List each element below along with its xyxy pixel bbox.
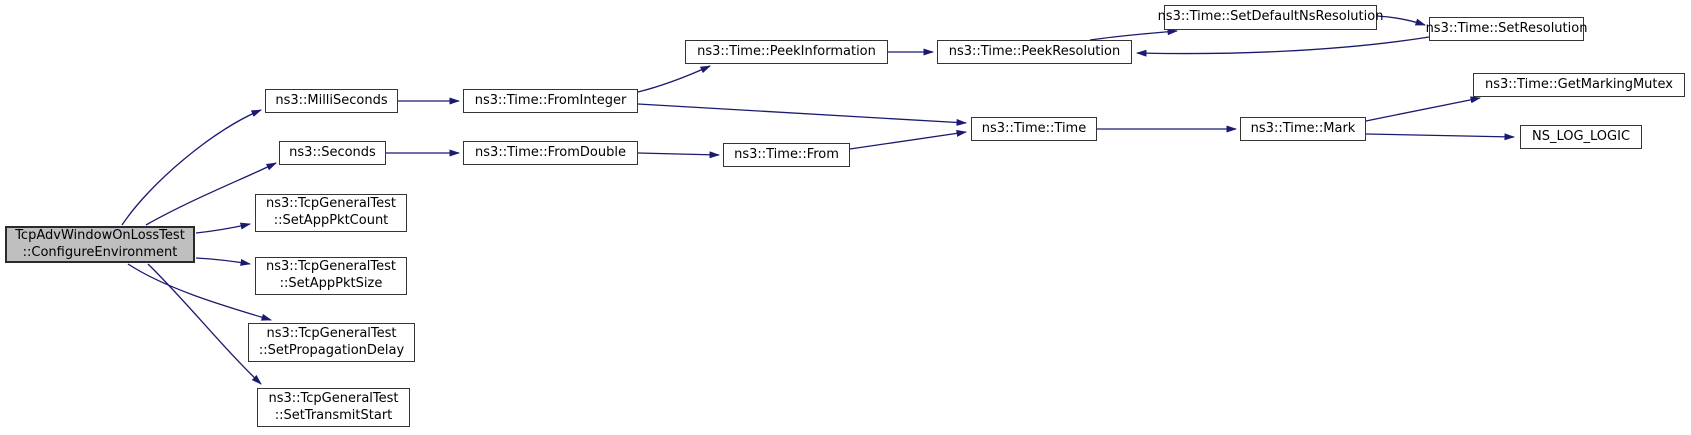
- edge-frominteger-peekinformation: [637, 65, 711, 93]
- edge-fromdouble-from: [637, 151, 720, 159]
- node-from-double[interactable]: ns3::Time::FromDouble: [463, 141, 638, 165]
- node-ns-log-logic[interactable]: NS_LOG_LOGIC: [1520, 125, 1642, 149]
- edge-from-time: [849, 129, 967, 150]
- edge-configureenvironment-setpropagationdelay: [127, 263, 272, 321]
- node-set-app-pkt-size[interactable]: ns3::TcpGeneralTest ::SetAppPktSize: [255, 257, 407, 295]
- node-from-integer[interactable]: ns3::Time::FromInteger: [463, 89, 638, 113]
- node-from[interactable]: ns3::Time::From: [723, 143, 850, 167]
- edge-configureenvironment-milliseconds: [121, 109, 262, 226]
- node-time[interactable]: ns3::Time::Time: [971, 117, 1097, 141]
- node-milliseconds[interactable]: ns3::MilliSeconds: [265, 89, 398, 113]
- node-set-resolution[interactable]: ns3::Time::SetResolution: [1426, 17, 1587, 41]
- node-configure-environment: TcpAdvWindowOnLossTest ::ConfigureEnviro…: [5, 226, 195, 263]
- node-peek-resolution[interactable]: ns3::Time::PeekResolution: [937, 40, 1132, 64]
- edge-peekresolution-setdefaultnsresolution: [1089, 28, 1178, 41]
- edge-setresolution-peekresolution: [1136, 36, 1430, 57]
- node-set-app-pkt-count[interactable]: ns3::TcpGeneralTest ::SetAppPktCount: [255, 194, 407, 232]
- edge-setdefaultnsresolution-setresolution: [1376, 15, 1426, 26]
- node-mark[interactable]: ns3::Time::Mark: [1240, 117, 1366, 141]
- node-seconds[interactable]: ns3::Seconds: [279, 141, 386, 165]
- edge-mark-nsloglogic: [1365, 133, 1515, 141]
- edge-configureenvironment-setapppktsize: [195, 257, 251, 266]
- node-get-marking-mutex[interactable]: ns3::Time::GetMarkingMutex: [1473, 73, 1685, 97]
- edge-configureenvironment-seconds: [145, 162, 277, 226]
- node-set-propagation-delay[interactable]: ns3::TcpGeneralTest ::SetPropagationDela…: [248, 323, 415, 362]
- node-set-transmit-start[interactable]: ns3::TcpGeneralTest ::SetTransmitStart: [257, 388, 410, 427]
- edge-frominteger-time: [637, 103, 967, 126]
- edge-mark-getmarkingmutex: [1365, 96, 1481, 122]
- edge-configureenvironment-setapppktcount: [195, 222, 251, 234]
- node-peek-information[interactable]: ns3::Time::PeekInformation: [685, 40, 888, 64]
- edge-configureenvironment-settransmitstart: [147, 263, 262, 385]
- node-set-default-ns-resolution[interactable]: ns3::Time::SetDefaultNsResolution: [1158, 5, 1383, 30]
